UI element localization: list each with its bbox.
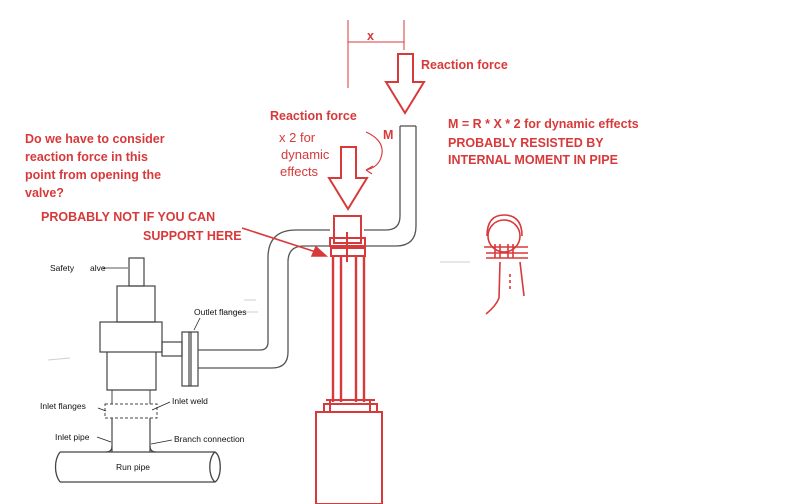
inlet-weld-label: Inlet weld [172, 396, 208, 406]
pointer-arrow [241, 227, 329, 257]
inlet-flanges [104, 390, 158, 419]
question-line-2: reaction force in this [25, 150, 148, 164]
moment-label: M [383, 128, 393, 142]
label-leaders [96, 267, 201, 445]
question-line-1: Do we have to consider [25, 132, 165, 146]
outlet-flange [161, 331, 199, 387]
question-line-4: valve? [25, 186, 64, 200]
reaction-force-top-label: Reaction force [421, 58, 508, 72]
support-base [315, 399, 383, 504]
dynamic-label-line-2: dynamic [281, 147, 330, 162]
probably-not-line-2: SUPPORT HERE [143, 229, 242, 243]
run-pipe-label: Run pipe [116, 462, 150, 472]
smudge-marks [47, 261, 470, 361]
safety-valve-label-a: Safety [50, 263, 75, 273]
inlet-flanges-label: Inlet flanges [40, 401, 86, 411]
support-clamp [329, 215, 366, 262]
dynamic-label-line-1: x 2 for [279, 130, 316, 145]
resisted-line-2: INTERNAL MOMENT IN PIPE [448, 153, 618, 167]
question-line-3: point from opening the [25, 168, 161, 182]
safety-valve-body [99, 257, 163, 391]
branch-connection-label: Branch connection [174, 434, 245, 444]
reaction-arrow-left [327, 146, 369, 211]
probably-not-line-1: PROBABLY NOT IF YOU CAN [41, 210, 215, 224]
outlet-pipe [198, 125, 417, 369]
moment-arc [365, 131, 383, 175]
safety-valve-label-b: alve [90, 263, 106, 273]
support-post [331, 256, 366, 402]
pipe-clamp-sketch [484, 214, 528, 315]
branch-connection [105, 418, 157, 453]
resisted-line-1: PROBABLY RESISTED BY [448, 136, 604, 150]
inlet-pipe-label: Inlet pipe [55, 432, 90, 442]
x-dimension-label: x [367, 29, 374, 43]
moment-equation: M = R * X * 2 for dynamic effects [448, 117, 639, 131]
x-dimension [347, 20, 405, 88]
dynamic-label-line-3: effects [280, 164, 319, 179]
reaction-force-left-label: Reaction force [270, 109, 357, 123]
run-pipe [54, 451, 221, 483]
outlet-flanges-label: Outlet flanges [194, 307, 246, 317]
reaction-arrow-top [384, 53, 426, 115]
